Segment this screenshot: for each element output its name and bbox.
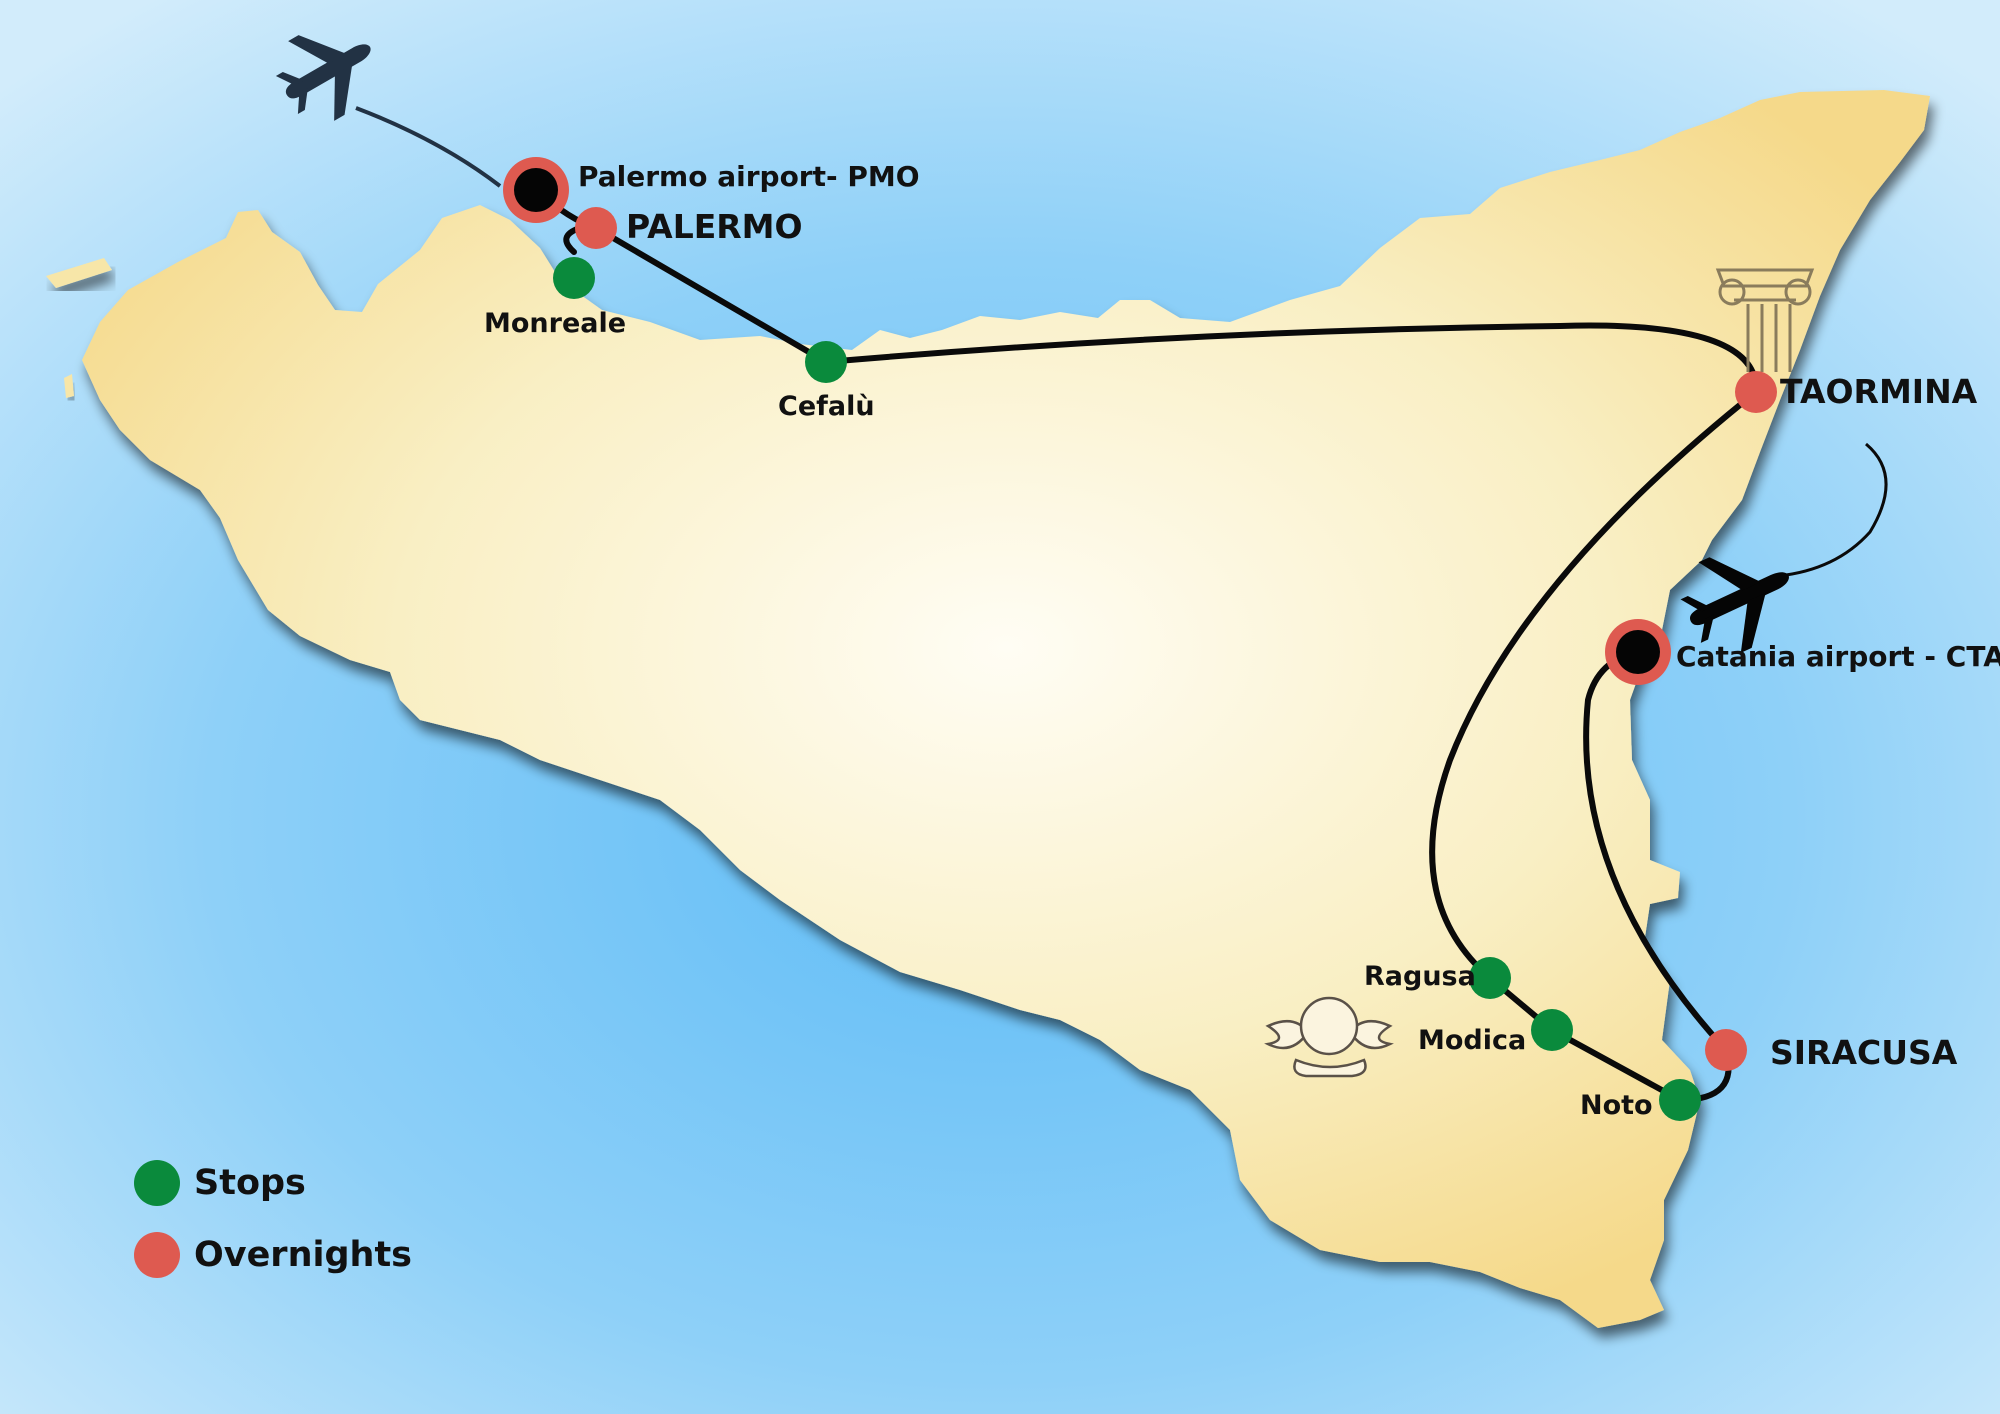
palermo-airport-label: Palermo airport- PMO (578, 160, 920, 193)
egadi-island (46, 258, 112, 288)
palermo-airport-marker (503, 157, 569, 223)
palermo-flight-arc (355, 106, 502, 188)
catania-flight-arc (1777, 442, 1888, 578)
sicily-landmass (82, 90, 1930, 1328)
palermo-label: PALERMO (626, 207, 803, 246)
legend-item-overnights: Overnights (134, 1232, 412, 1278)
route-lines (533, 187, 1760, 1103)
taormina-label: TAORMINA (1780, 372, 1978, 411)
modica-label: Modica (1418, 1025, 1526, 1056)
siracusa-overnight-marker (1705, 1029, 1747, 1071)
ragusa-label: Ragusa (1364, 961, 1476, 992)
catania-airport-marker (1605, 619, 1671, 685)
monreale-stop-marker (553, 257, 595, 299)
map-legend: Stops Overnights (134, 1160, 412, 1304)
monreale-label: Monreale (484, 308, 626, 339)
legend-label-stops: Stops (194, 1163, 306, 1203)
islet (64, 374, 74, 398)
cefalu-label: Cefalù (778, 391, 875, 422)
noto-stop-marker (1659, 1079, 1701, 1121)
noto-label: Noto (1580, 1090, 1653, 1121)
airplane-icon (275, 35, 371, 121)
modica-stop-marker (1531, 1009, 1573, 1051)
cefalu-stop-marker (805, 341, 847, 383)
ragusa-stop-marker (1469, 957, 1511, 999)
legend-label-overnights: Overnights (194, 1235, 413, 1275)
greek-column-icon (1715, 268, 1815, 372)
stop-dot-icon (134, 1160, 180, 1206)
legend-item-stops: Stops (134, 1160, 412, 1206)
overnight-dot-icon (134, 1232, 180, 1278)
palermo-overnight-marker (575, 207, 617, 249)
taormina-overnight-marker (1735, 371, 1777, 413)
airplane-icon (1680, 557, 1789, 653)
cherub-angel-icon (1264, 996, 1394, 1078)
siracusa-label: SIRACUSA (1770, 1033, 1958, 1072)
catania-airport-label: Catania airport - CTA (1676, 640, 2000, 673)
